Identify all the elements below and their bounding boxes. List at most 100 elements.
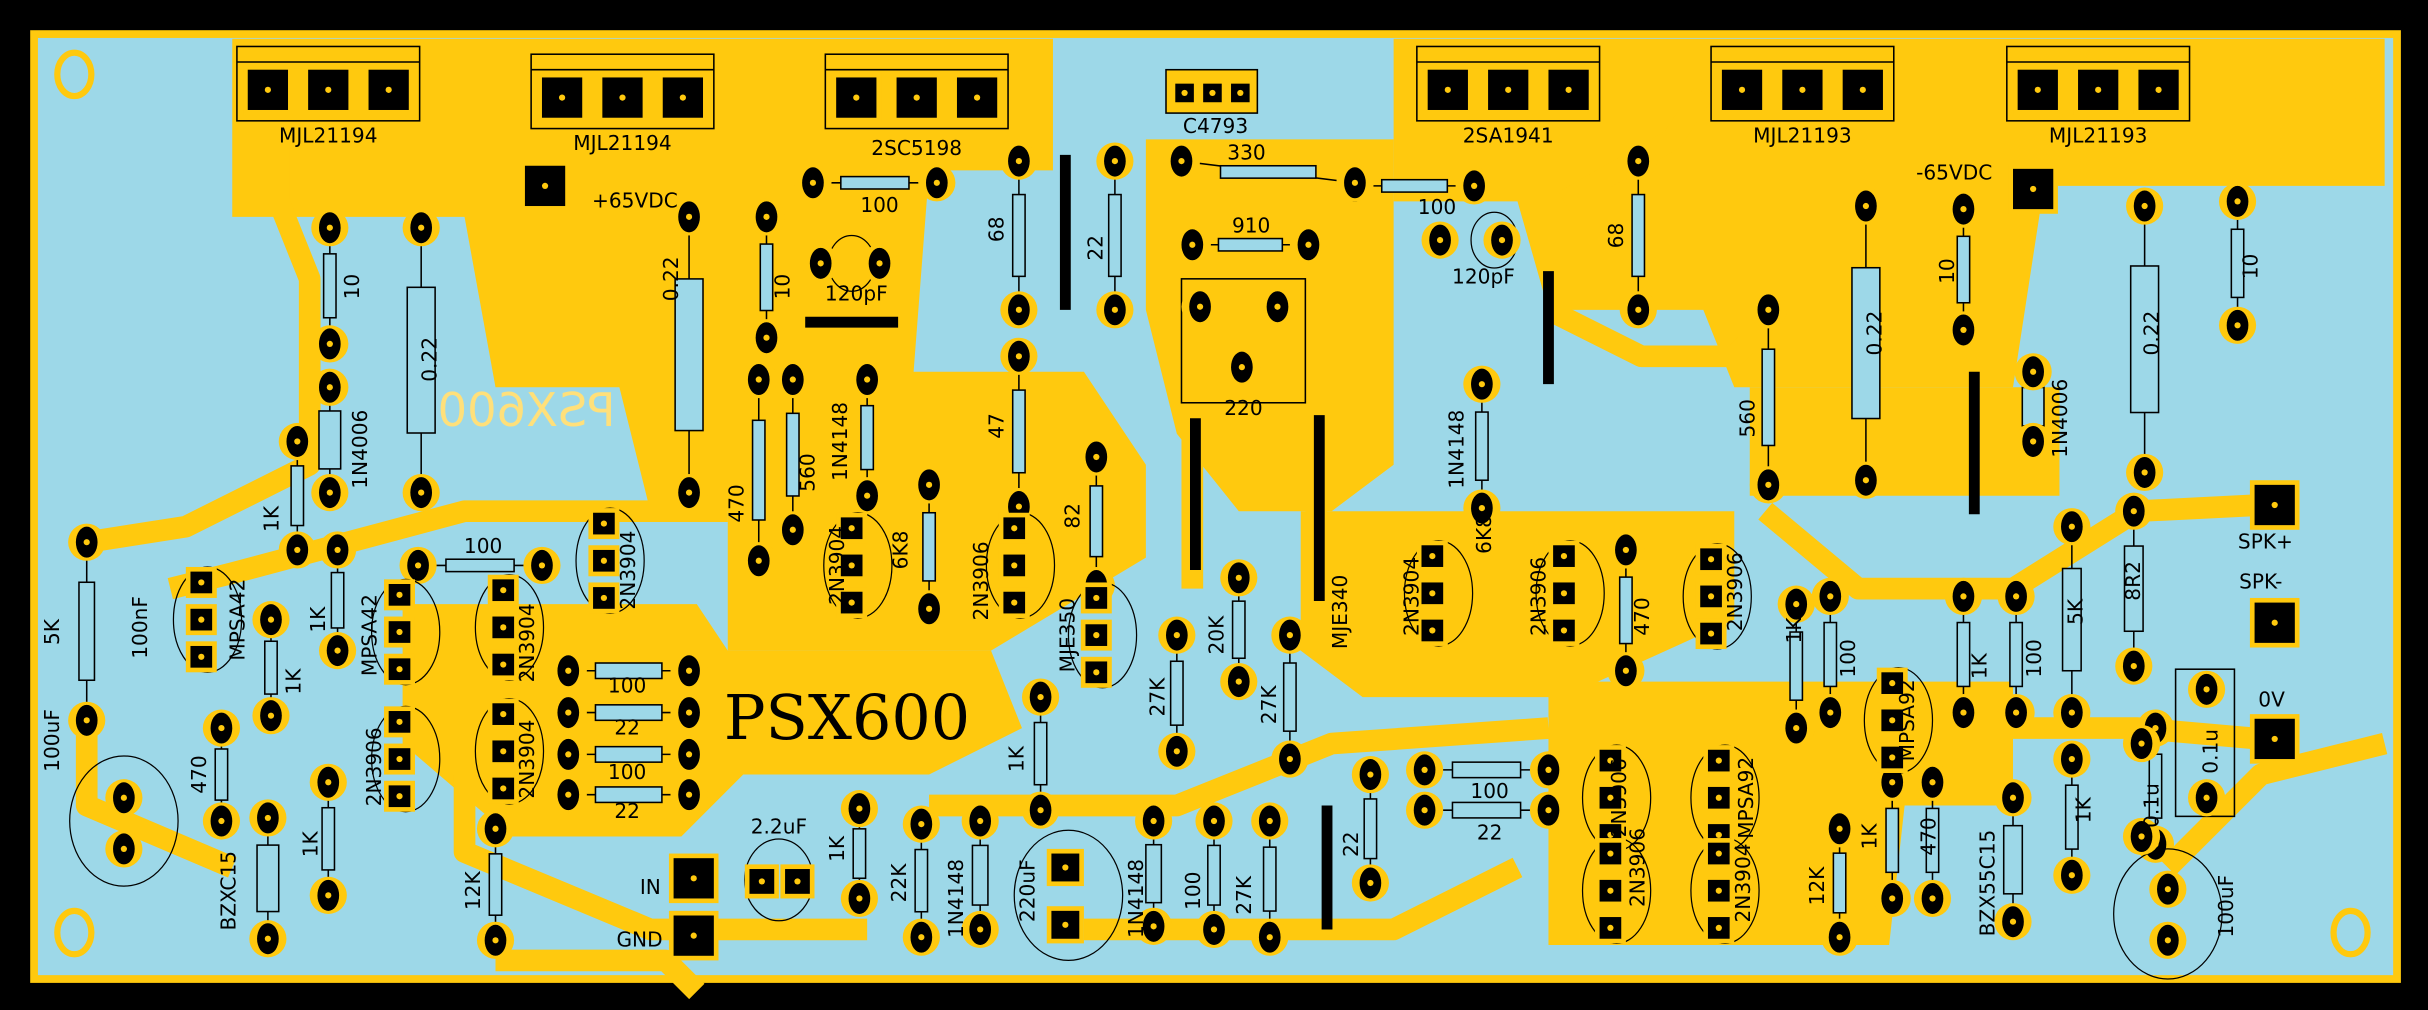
pad-hole	[853, 94, 860, 101]
pad-hole	[690, 875, 697, 882]
pad-hole	[925, 481, 933, 488]
component-label: 100	[608, 760, 646, 784]
component-label: GND	[616, 927, 662, 951]
pad-hole	[492, 937, 499, 944]
component-label: 2SA1941	[1463, 124, 1554, 148]
component-label: 47	[984, 413, 1008, 439]
trimmer-outline	[1180, 278, 1307, 404]
pad-hole	[1189, 241, 1196, 248]
component-label: 27K	[1232, 875, 1256, 915]
pad-hole	[294, 438, 301, 445]
pad-hole	[1173, 748, 1180, 755]
pad-hole	[848, 599, 855, 606]
pad-hole	[848, 562, 855, 569]
resistor-body	[2061, 567, 2082, 672]
component-label: 22	[1084, 235, 1108, 261]
mounting-hole	[54, 907, 95, 958]
component-label: 12K	[461, 871, 485, 911]
pad-hole	[2234, 198, 2241, 205]
component-label: 1K	[1858, 823, 1882, 850]
component-label: 560	[795, 453, 819, 491]
component-label: 0.22	[2140, 311, 2164, 356]
pad-hole	[1011, 599, 1018, 606]
resistor-body	[594, 662, 663, 680]
component-label: 8R2	[2121, 561, 2145, 601]
component-label: 100	[464, 534, 502, 558]
component-label: 2N3904	[515, 603, 539, 682]
pad-hole	[218, 724, 225, 732]
pad-hole	[267, 712, 275, 719]
pad-hole	[1235, 574, 1242, 581]
pad-hole	[1545, 766, 1552, 773]
mirrored-board-title: PSX600	[437, 383, 615, 437]
resistor-body	[1823, 621, 1838, 688]
resistor-body	[2064, 784, 2079, 850]
pad-hole	[1889, 717, 1896, 724]
resistor-body	[318, 410, 342, 470]
pad-hole	[600, 520, 607, 527]
resistor-body	[594, 745, 663, 763]
pad-hole	[1274, 303, 1281, 310]
pad-hole	[1607, 924, 1614, 931]
pad-hole	[2130, 508, 2137, 515]
pad-hole	[294, 546, 301, 554]
component-label: 100uF	[40, 709, 64, 772]
pad-hole	[500, 748, 507, 755]
resistor-body	[322, 253, 337, 319]
resistor-body	[330, 571, 345, 629]
pad-hole	[1622, 667, 1629, 674]
pad-hole	[1209, 89, 1216, 97]
pad-hole	[2030, 438, 2037, 445]
resistor-body	[785, 412, 800, 497]
resistor-body	[1033, 721, 1048, 786]
resistor-body	[2129, 265, 2160, 414]
pad-hole	[83, 539, 90, 546]
component-label: MPSA92	[1734, 757, 1758, 839]
pad-hole	[396, 591, 403, 598]
component-label: 68	[1604, 223, 1628, 249]
pad-hole	[1436, 237, 1444, 244]
pad-hole	[864, 376, 871, 383]
pad-hole	[2164, 937, 2171, 944]
pad-hole	[1635, 306, 1642, 313]
copper-trace	[1543, 300, 1773, 368]
component-label: 1K	[306, 606, 330, 633]
resistor-body	[759, 243, 774, 312]
resistor-body	[1956, 235, 1971, 304]
pad-hole	[1765, 481, 1772, 488]
component-label: SPK+	[2238, 529, 2293, 553]
pad-hole	[325, 779, 332, 786]
pad-hole	[1889, 779, 1896, 786]
pad-hole	[264, 86, 271, 93]
pad-hole	[396, 793, 403, 800]
pad-hole	[1960, 326, 1967, 334]
pad-hole	[2234, 322, 2241, 329]
component-label: 22K	[887, 863, 911, 903]
pad-hole	[565, 667, 572, 674]
component-label: 100	[1181, 872, 1205, 910]
resistor-body	[78, 581, 96, 682]
pad-hole	[500, 785, 507, 792]
pad-hole	[1545, 807, 1552, 814]
pad-hole	[264, 935, 271, 942]
pad-hole	[1929, 779, 1936, 786]
pad-hole	[1862, 477, 1870, 484]
resistor-body	[1631, 193, 1646, 278]
pad-hole	[973, 94, 981, 101]
capacitor-outline	[1013, 829, 1124, 962]
pad-hole	[565, 751, 572, 758]
resistor-body	[1089, 485, 1104, 558]
pad-hole	[1111, 306, 1118, 313]
resistor-body	[1474, 411, 1489, 481]
pad-hole	[2030, 185, 2037, 193]
component-label: 100	[2022, 639, 2046, 677]
pad-hole	[1715, 757, 1722, 764]
pad-hole	[2009, 918, 2017, 925]
component-label: MJL21193	[1753, 124, 1852, 148]
pad-hole	[1715, 794, 1722, 801]
component-label: MPSA92	[1895, 679, 1919, 761]
component-label: 1K	[298, 830, 322, 857]
resistor-body	[1451, 761, 1522, 779]
component-label: 2N3906	[1625, 828, 1649, 907]
component-label: 2N3904	[825, 526, 849, 605]
